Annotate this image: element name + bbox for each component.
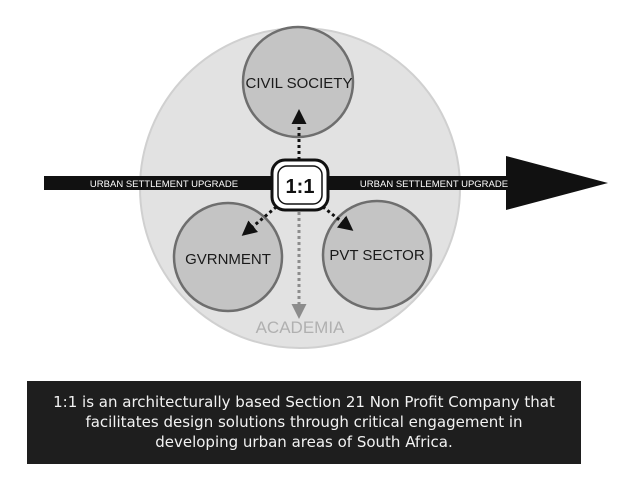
arrow-head (506, 156, 608, 210)
badge-label: 1:1 (286, 176, 315, 198)
badge-inner (277, 165, 323, 205)
government-label: GVRNMENT (185, 251, 271, 268)
arrow-right-label: URBAN SETTLEMENT UPGRADE (360, 179, 508, 190)
academia-label: ACADEMIA (256, 318, 345, 337)
private-sector-label: PVT SECTOR (329, 247, 424, 264)
civil-society-label: CIVIL SOCIETY (246, 75, 353, 92)
civil-society-node (241, 25, 355, 139)
government-connector (241, 201, 282, 236)
company-description-text: 1:1 is an architecturally based Section … (53, 393, 555, 451)
arrow-left-label: URBAN SETTLEMENT UPGRADE (90, 179, 238, 190)
company-description-box: 1:1 is an architecturally based Section … (27, 381, 581, 464)
one-to-one-badge: 1:1 (270, 158, 330, 212)
